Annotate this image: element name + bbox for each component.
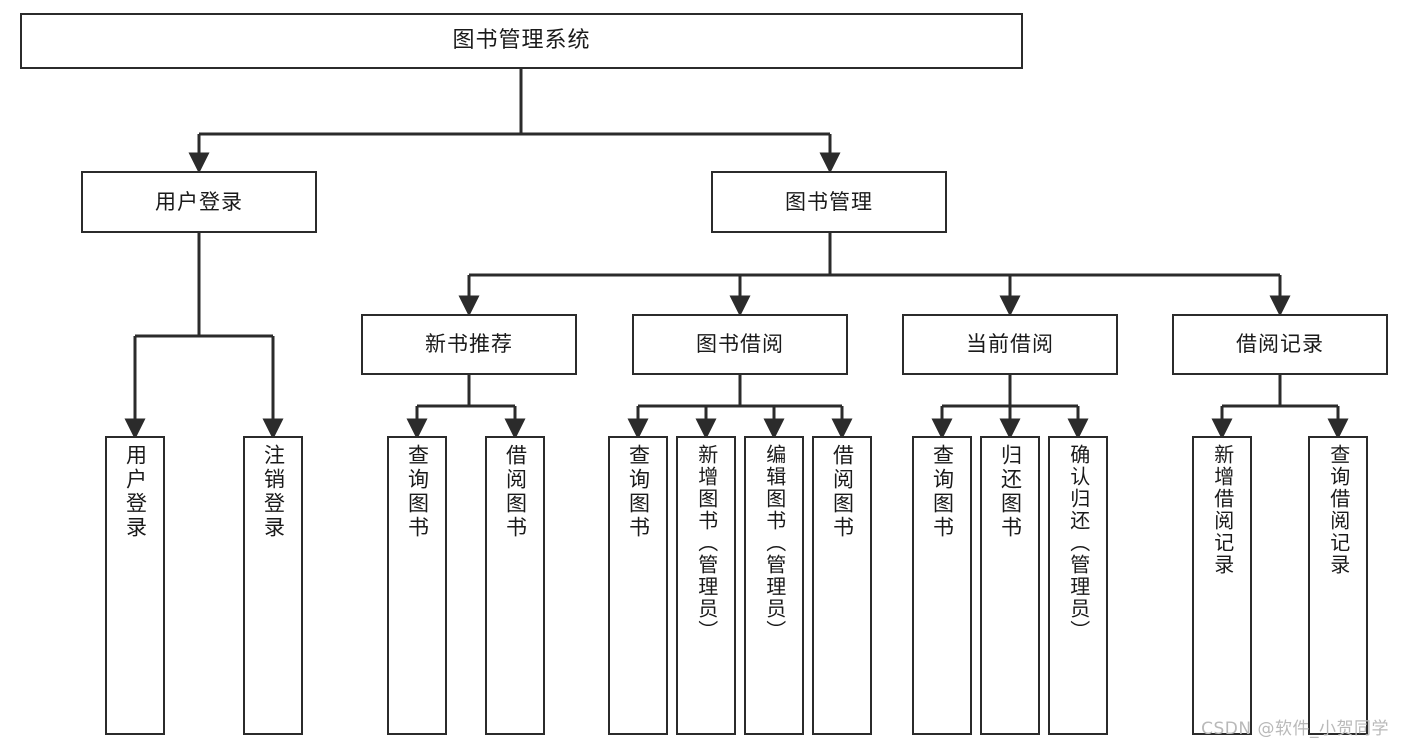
node-label: 图书管理	[785, 189, 873, 214]
leaf-logout[interactable]: 注销登录	[243, 436, 303, 735]
node-label: 用户登录	[123, 444, 148, 540]
node-label: 查询图书	[405, 444, 430, 540]
leaf-borrow-books-recommendation[interactable]: 借阅图书	[485, 436, 545, 735]
leaf-add-book-admin[interactable]: 新增图书（管理员）	[676, 436, 736, 735]
node-current-borrowing[interactable]: 当前借阅	[902, 314, 1118, 375]
node-label: 新增借阅记录	[1210, 444, 1235, 576]
node-label: 编辑图书（管理员）	[762, 444, 787, 642]
node-book-management[interactable]: 图书管理	[711, 171, 947, 233]
node-label: 注销登录	[261, 444, 286, 540]
node-label: 查询借阅记录	[1326, 444, 1351, 576]
node-label: 归还图书	[998, 444, 1023, 540]
node-label: 借阅记录	[1236, 332, 1324, 357]
leaf-user-login[interactable]: 用户登录	[105, 436, 165, 735]
watermark: CSDN @软件_小贺同学	[1201, 719, 1389, 739]
leaf-add-borrowing-record[interactable]: 新增借阅记录	[1192, 436, 1252, 735]
node-book-borrowing[interactable]: 图书借阅	[632, 314, 848, 375]
node-label: 新增图书（管理员）	[694, 444, 719, 642]
node-label: 图书借阅	[696, 332, 784, 357]
node-label: 借阅图书	[830, 444, 855, 540]
node-root-book-management-system[interactable]: 图书管理系统	[20, 13, 1023, 69]
node-label: 查询图书	[626, 444, 651, 540]
node-borrowing-records[interactable]: 借阅记录	[1172, 314, 1388, 375]
leaf-return-books[interactable]: 归还图书	[980, 436, 1040, 735]
node-label: 新书推荐	[425, 332, 513, 357]
node-new-book-recommendation[interactable]: 新书推荐	[361, 314, 577, 375]
node-label: 借阅图书	[503, 444, 528, 540]
node-user-login[interactable]: 用户登录	[81, 171, 317, 233]
node-label: 确认归还（管理员）	[1066, 444, 1091, 642]
node-label: 查询图书	[930, 444, 955, 540]
leaf-query-books-borrowing[interactable]: 查询图书	[608, 436, 668, 735]
leaf-edit-book-admin[interactable]: 编辑图书（管理员）	[744, 436, 804, 735]
leaf-borrow-books-borrowing[interactable]: 借阅图书	[812, 436, 872, 735]
node-label: 图书管理系统	[452, 28, 591, 54]
node-label: 用户登录	[155, 189, 243, 214]
node-label: 当前借阅	[966, 332, 1054, 357]
leaf-query-books-current[interactable]: 查询图书	[912, 436, 972, 735]
leaf-query-books-recommendation[interactable]: 查询图书	[387, 436, 447, 735]
leaf-query-borrowing-record[interactable]: 查询借阅记录	[1308, 436, 1368, 735]
leaf-confirm-return-admin[interactable]: 确认归还（管理员）	[1048, 436, 1108, 735]
